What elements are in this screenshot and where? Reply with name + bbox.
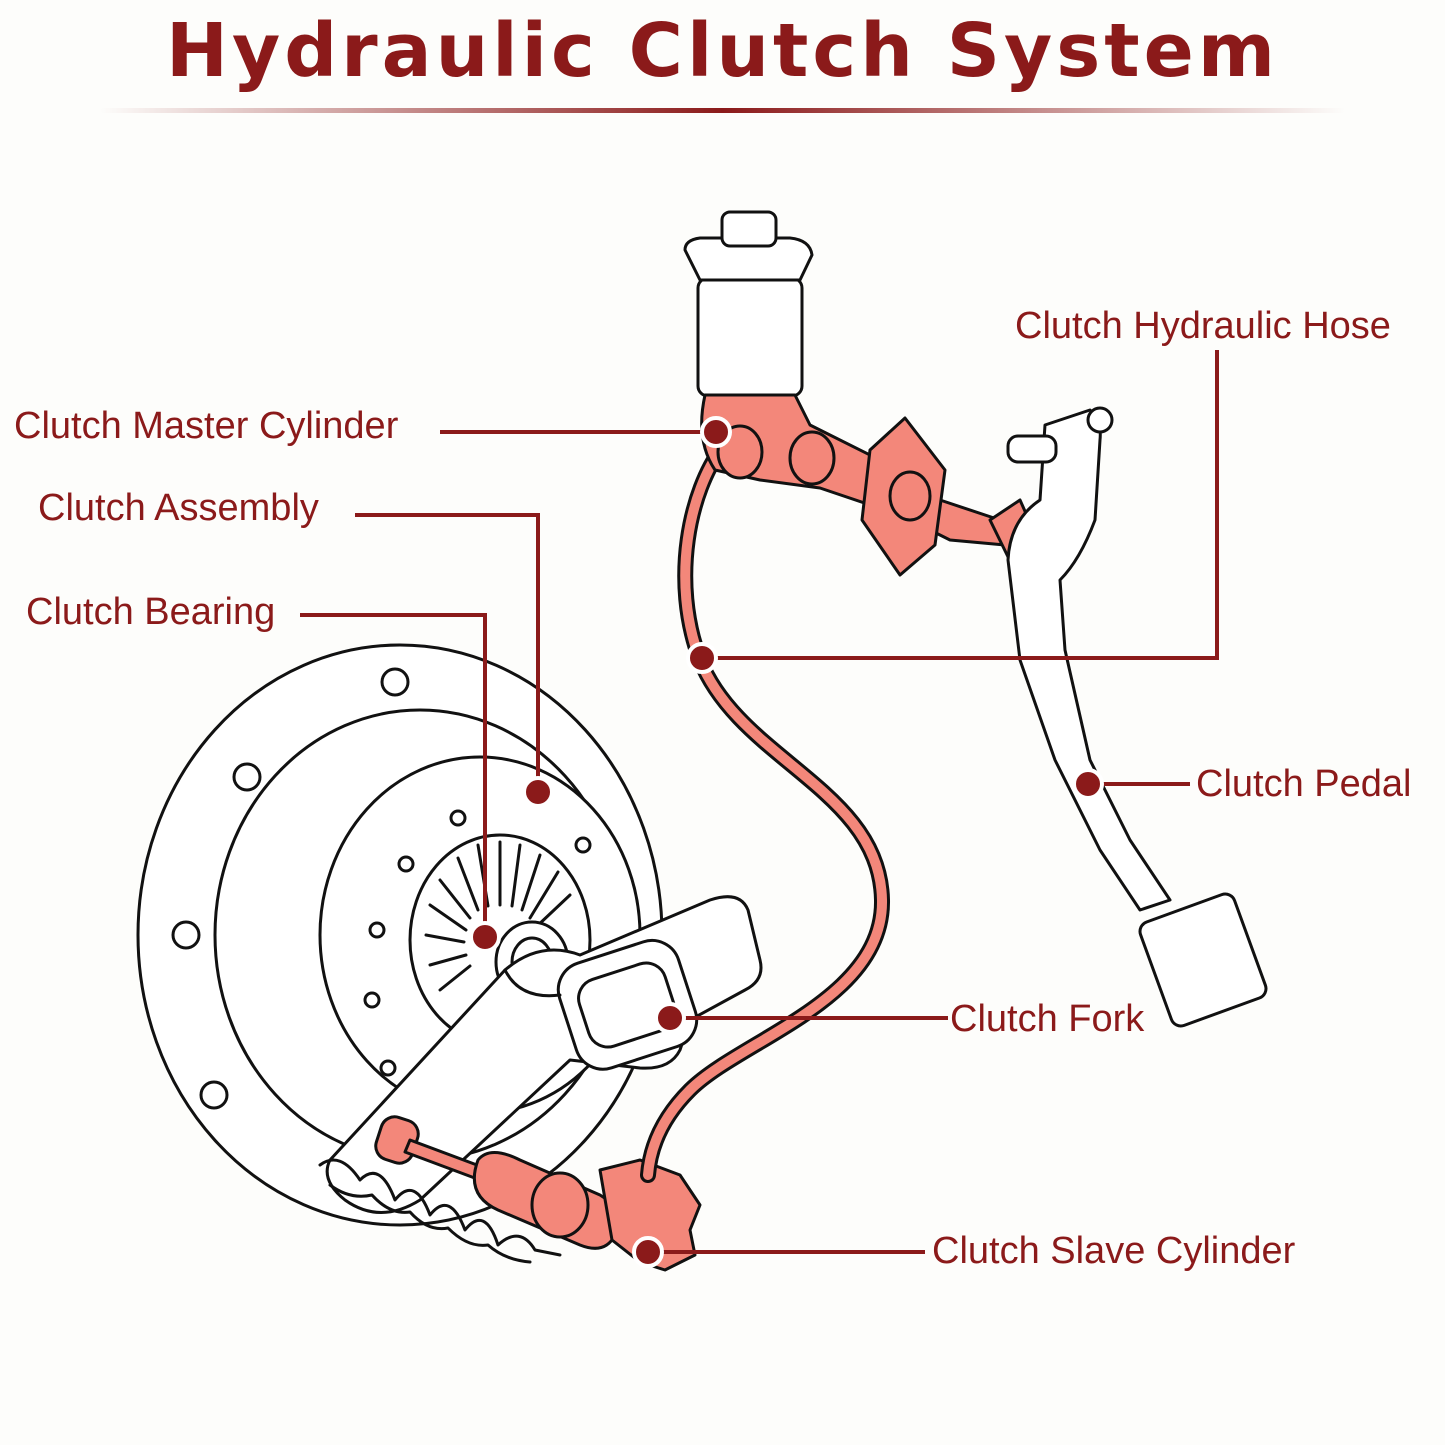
return-spring-drawing — [318, 1158, 562, 1264]
bearing-marker — [469, 921, 501, 953]
clutch-fork-drawing — [325, 895, 763, 1214]
label-slave-cylinder: Clutch Slave Cylinder — [932, 1230, 1296, 1272]
label-master-cylinder: Clutch Master Cylinder — [14, 405, 399, 447]
slave-cylinder-drawing — [374, 1115, 702, 1272]
slave-cylinder-marker — [632, 1236, 664, 1268]
leader-lines — [300, 350, 1219, 1254]
clutch-pedal-drawing — [1006, 406, 1268, 1028]
pedal-marker — [1072, 768, 1104, 800]
hydraulic-hose-fill — [643, 443, 888, 1180]
fork-marker — [654, 1002, 686, 1034]
label-assembly: Clutch Assembly — [38, 487, 319, 529]
master-cylinder-marker — [700, 416, 732, 448]
label-hydraulic-hose: Clutch Hydraulic Hose — [1015, 305, 1391, 347]
title-divider — [100, 108, 1345, 113]
label-bearing: Clutch Bearing — [26, 591, 275, 633]
hose-marker — [686, 642, 718, 674]
label-fork: Clutch Fork — [950, 998, 1145, 1040]
label-pedal: Clutch Pedal — [1196, 763, 1411, 805]
assembly-marker — [522, 776, 554, 808]
master-cylinder-drawing — [683, 210, 1042, 577]
page-title: Hydraulic Clutch System — [166, 8, 1279, 94]
